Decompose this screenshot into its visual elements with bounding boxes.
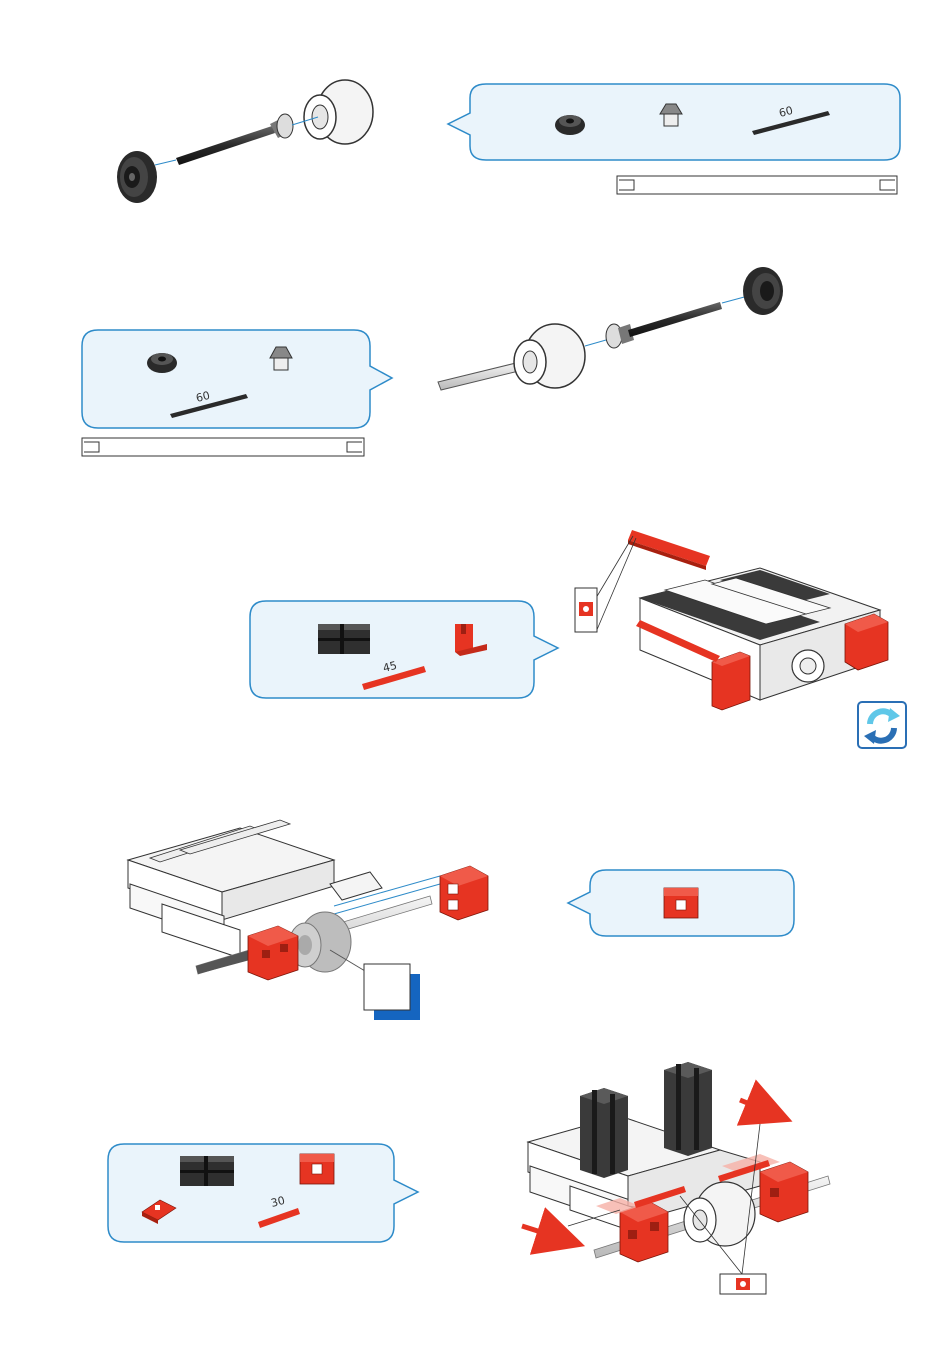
step-2 [438, 267, 783, 390]
flywheel-icon [555, 115, 585, 135]
step-5-assembly [522, 1062, 830, 1294]
detail-inset [575, 588, 597, 632]
axle-part-2 [628, 296, 748, 337]
red-block-right-4 [440, 866, 488, 920]
crown-gear-part-2 [514, 324, 606, 388]
assembly-body [640, 568, 880, 700]
red-blocks-right [845, 614, 888, 670]
step-3-assembly [575, 530, 888, 710]
dark-tower-right [664, 1062, 712, 1156]
insert-arrow-left [522, 1226, 566, 1240]
step-2-length-ruler [82, 438, 364, 456]
flywheel-part [117, 151, 157, 203]
step-3-parts-callout: 45 [250, 601, 558, 698]
flywheel-icon-2 [147, 353, 177, 373]
insert-arrow-right [740, 1100, 774, 1114]
callout-box [364, 964, 420, 1020]
building-block-15-red-icon-5 [300, 1154, 334, 1184]
detail-inset-5 [720, 1274, 766, 1294]
step-1-parts-callout: 60 [448, 84, 900, 160]
building-block-15-red-icon [664, 888, 698, 918]
step-4-parts-callout [568, 870, 794, 936]
building-block-30-icon-5 [180, 1156, 234, 1186]
dark-tower-left [580, 1088, 628, 1178]
building-block-30-icon [318, 624, 370, 654]
step-1-length-ruler [617, 176, 897, 194]
step-1 [117, 80, 373, 203]
step-2-parts-callout: 60 [82, 330, 392, 428]
rotate-arrows-icon[interactable] [858, 702, 906, 748]
step-4-assembly [128, 820, 488, 980]
metal-axle-part [438, 362, 523, 390]
flywheel-part-2 [743, 267, 783, 315]
red-block-left-4 [248, 926, 298, 980]
bevel-gear-part [270, 114, 293, 138]
crown-gear-part [292, 80, 373, 144]
step-5-parts-callout: 30 [108, 1144, 418, 1242]
axle-part [155, 126, 275, 165]
